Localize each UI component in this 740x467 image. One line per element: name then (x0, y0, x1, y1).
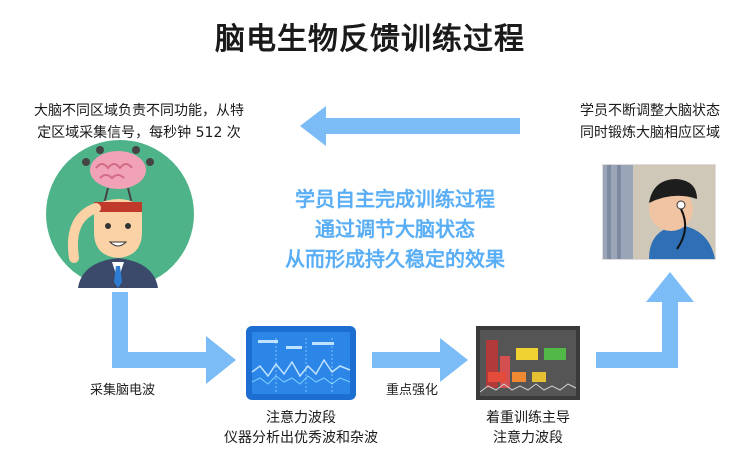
label-collect: 采集脑电波 (90, 383, 156, 398)
center-line1: 学员自主完成训练过程 (295, 187, 495, 211)
center-message: 学员自主完成训练过程 通过调节大脑状态 从而形成持久稳定的效果 (240, 184, 550, 274)
eeg-analysis-screen (246, 326, 356, 400)
screen1-caption-line2: 仪器分析出优秀波和杂波 (224, 430, 378, 446)
left-note-line1: 大脑不同区域负责不同功能，从特 (34, 103, 244, 119)
student-photo (602, 164, 716, 260)
left-note: 大脑不同区域负责不同功能，从特 定区域采集信号，每秒钟 512 次 (8, 100, 270, 144)
left-note-line2: 定区域采集信号，每秒钟 512 次 (37, 125, 241, 141)
arrow-top-left (300, 106, 520, 146)
student-photo-illustration (603, 165, 715, 259)
right-note-line1: 学员不断调整大脑状态 (580, 103, 720, 119)
label-emphasize: 重点强化 (386, 383, 439, 398)
screen2-caption: 着重训练主导 注意力波段 (450, 408, 606, 448)
training-screen (476, 326, 580, 400)
screen1-caption: 注意力波段 仪器分析出优秀波和杂波 (196, 408, 406, 448)
training-graphic (476, 326, 580, 400)
right-note: 学员不断调整大脑状态 同时锻炼大脑相应区域 (560, 100, 740, 144)
screen2-caption-line1: 着重训练主导 (486, 410, 570, 426)
diagram-title: 脑电生物反馈训练过程 (215, 22, 525, 57)
center-line3: 从而形成持久稳定的效果 (285, 247, 505, 271)
screen2-caption-line2: 注意力波段 (493, 430, 563, 446)
eeg-analysis-graphic (246, 326, 356, 400)
arrow-middle-right (372, 338, 468, 382)
screen1-caption-line1: 注意力波段 (266, 410, 336, 426)
center-line2: 通过调节大脑状态 (315, 217, 475, 241)
right-note-line2: 同时锻炼大脑相应区域 (580, 125, 720, 141)
arrow-right-up (596, 272, 694, 368)
arrow-left-down-right (112, 292, 236, 384)
